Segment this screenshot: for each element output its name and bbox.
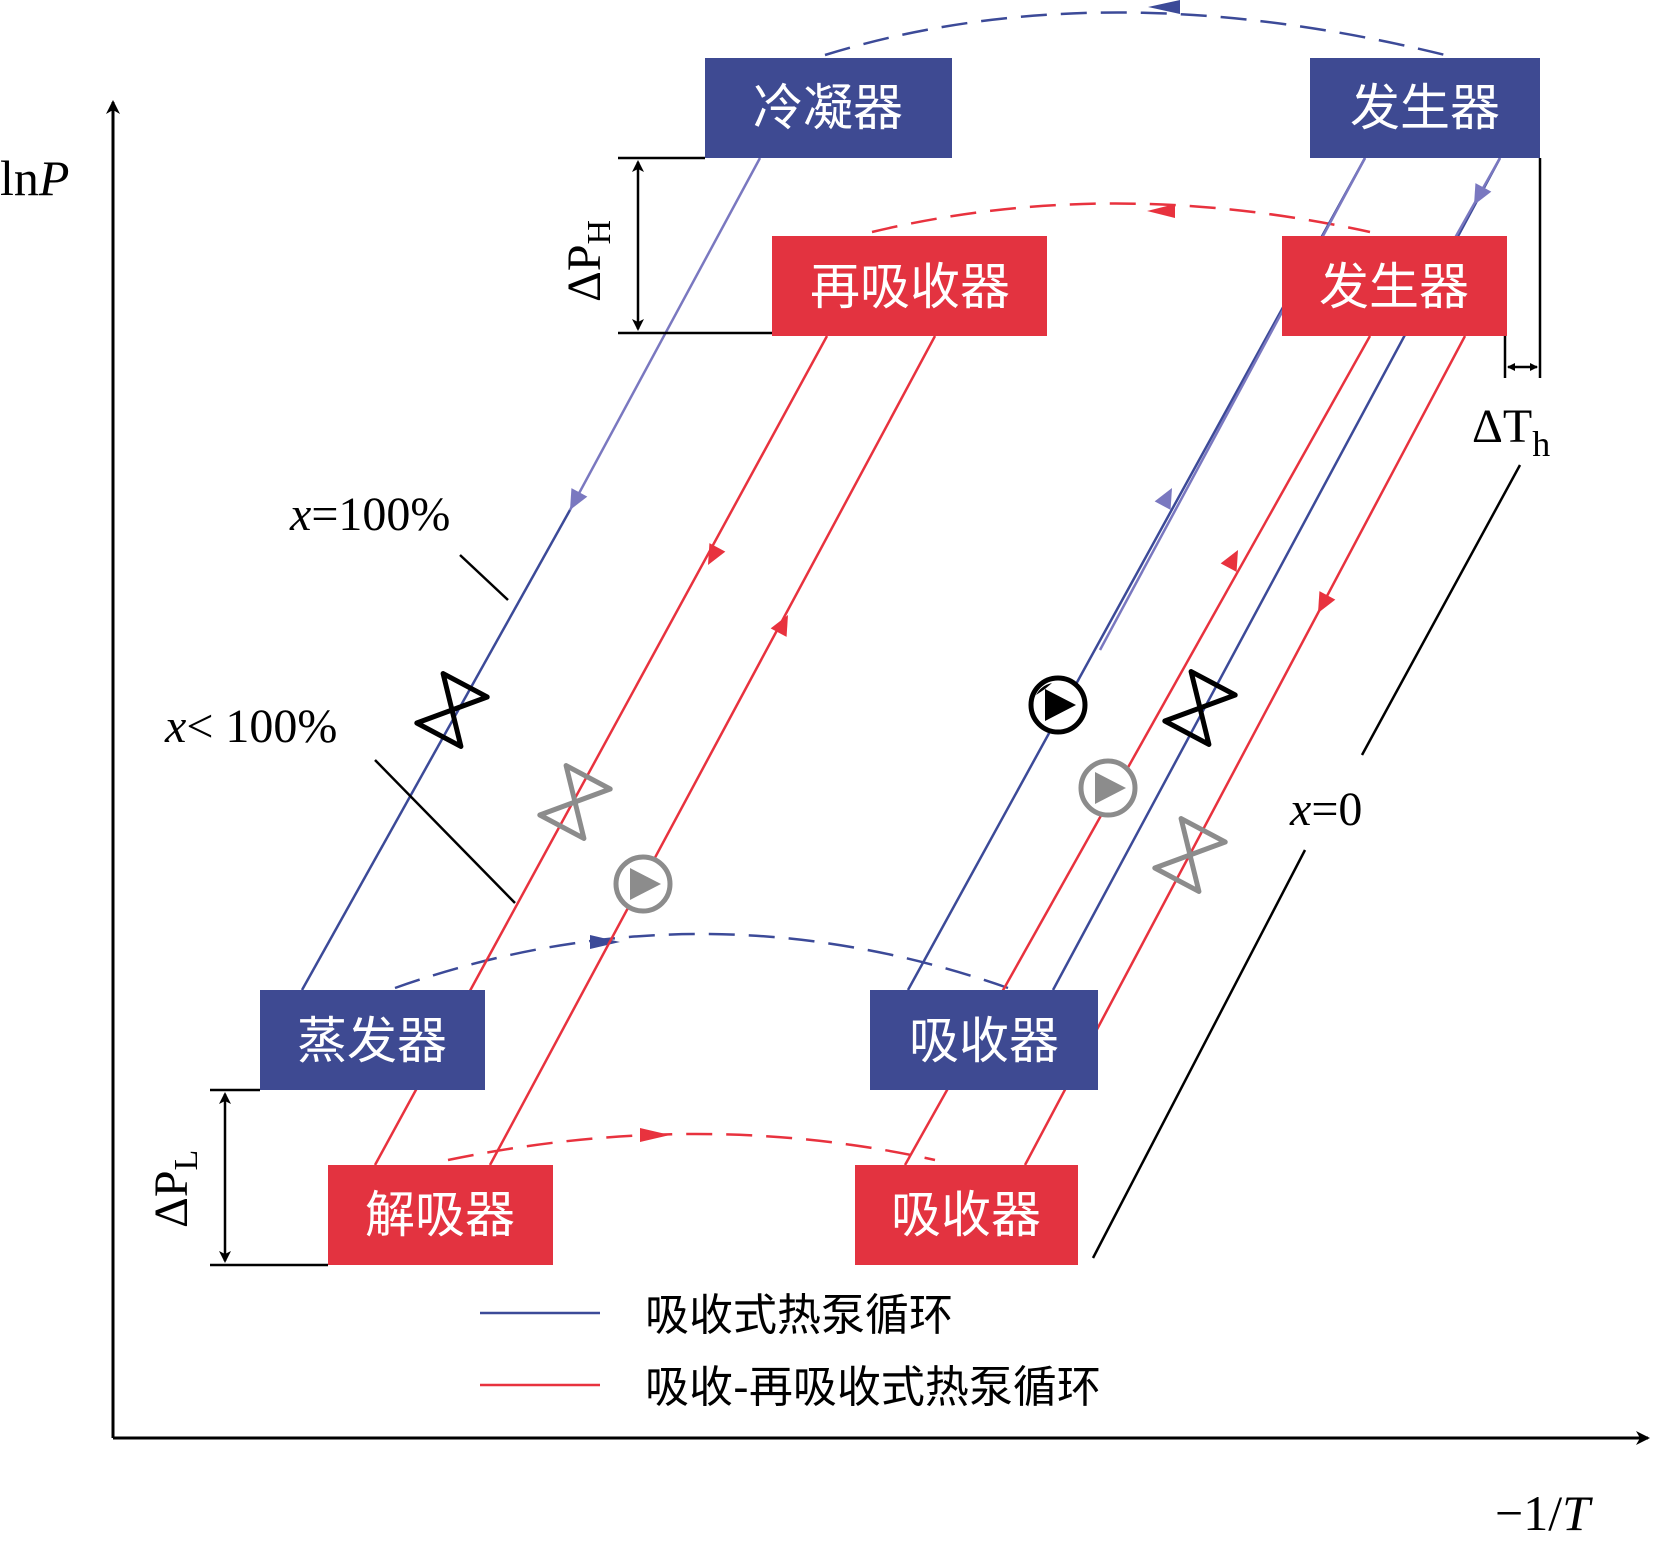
xlt100-leader	[374, 759, 516, 904]
x0-label: x=0	[1289, 783, 1362, 836]
condenser-down-arrow	[570, 488, 588, 510]
red-down-arrow-left	[708, 543, 726, 565]
top-arc-arrow	[1148, 0, 1180, 14]
y-axis-label: lnP	[0, 150, 69, 206]
top-blue-arc	[824, 11, 1446, 57]
x100-evaporator-segment	[300, 509, 572, 991]
generator-blue-box: 发生器	[1310, 58, 1540, 158]
expansion-valve-icon	[414, 671, 490, 749]
svg-text:蒸发器: 蒸发器	[297, 1012, 447, 1070]
expansion-valve-icon	[1162, 669, 1238, 747]
svg-text:发生器: 发生器	[1319, 258, 1469, 316]
lower-red-arc-arrow	[640, 1128, 670, 1142]
generator-down-arrow	[1474, 183, 1492, 205]
solution-pump-icon	[1028, 675, 1088, 735]
legend-blue-label: 吸收式热泵循环	[645, 1290, 953, 1341]
generator-right-line	[1023, 335, 1467, 1166]
upper-red-arc-arrow	[1147, 204, 1175, 218]
x0-leader-upper	[1360, 464, 1522, 756]
x0-leader-lower	[1091, 849, 1307, 1259]
resorber-right-line	[488, 335, 937, 1166]
x100-leader	[459, 554, 509, 601]
dimensions	[210, 156, 1542, 1267]
legend-red-label: 吸收-再吸收式热泵循环	[645, 1362, 1101, 1413]
generator-red-box: 发生器	[1282, 236, 1507, 336]
arc-arrowheads	[590, 0, 1180, 1142]
component-boxes: 冷凝器 发生器 再吸收器 发生器 蒸发器 吸收器 解吸器 吸收器	[260, 58, 1540, 1265]
solution-pump-icon	[1078, 758, 1138, 818]
svg-text:吸收器: 吸收器	[909, 1012, 1059, 1070]
heat-flow-arcs	[394, 11, 1446, 1162]
blue-up-arrow	[1154, 488, 1172, 510]
dph-label: ΔPH	[558, 220, 618, 302]
valves	[414, 669, 1238, 894]
mid-blue-arc-arrow	[590, 935, 620, 949]
red-down-arrow-right	[1318, 591, 1336, 613]
condenser-box: 冷凝器	[705, 58, 952, 158]
x100-label: x=100%	[289, 488, 450, 541]
absorber-red-box: 吸收器	[855, 1165, 1078, 1265]
axes: lnP −1/T	[0, 100, 1650, 1541]
svg-text:吸收器: 吸收器	[891, 1186, 1041, 1244]
annotation-labels: ΔPH ΔPL ΔTh x=100% x< 100% x=0	[145, 220, 1550, 1228]
pumps	[613, 675, 1138, 914]
lower-red-arc	[447, 1132, 936, 1162]
flow-arrows	[570, 183, 1492, 637]
svg-text:再吸收器: 再吸收器	[810, 258, 1010, 316]
x-leaders	[374, 464, 1522, 1259]
mid-blue-arc	[394, 932, 1009, 990]
svg-text:冷凝器: 冷凝器	[753, 79, 903, 137]
absorber-blue-box: 吸收器	[870, 990, 1098, 1090]
dpl-label: ΔPL	[145, 1150, 205, 1228]
absorber-rich-violet	[1098, 157, 1367, 651]
dth-label: ΔTh	[1472, 400, 1550, 464]
expansion-valve-icon	[537, 763, 613, 841]
x-axis-label: −1/T	[1495, 1485, 1593, 1541]
xlt100-label: x< 100%	[164, 700, 337, 753]
solution-pump-icon	[613, 854, 673, 914]
upper-red-arc	[871, 202, 1371, 234]
svg-text:发生器: 发生器	[1350, 79, 1500, 137]
svg-text:解吸器: 解吸器	[365, 1186, 515, 1244]
resorber-box: 再吸收器	[772, 236, 1047, 336]
expansion-valve-icon	[1152, 816, 1228, 894]
red-up-arrow-right	[1220, 550, 1238, 572]
desorber-box: 解吸器	[328, 1165, 553, 1265]
evaporator-box: 蒸发器	[260, 990, 485, 1090]
legend: 吸收式热泵循环 吸收-再吸收式热泵循环	[480, 1290, 1101, 1413]
red-up-arrow-mid	[770, 615, 788, 637]
